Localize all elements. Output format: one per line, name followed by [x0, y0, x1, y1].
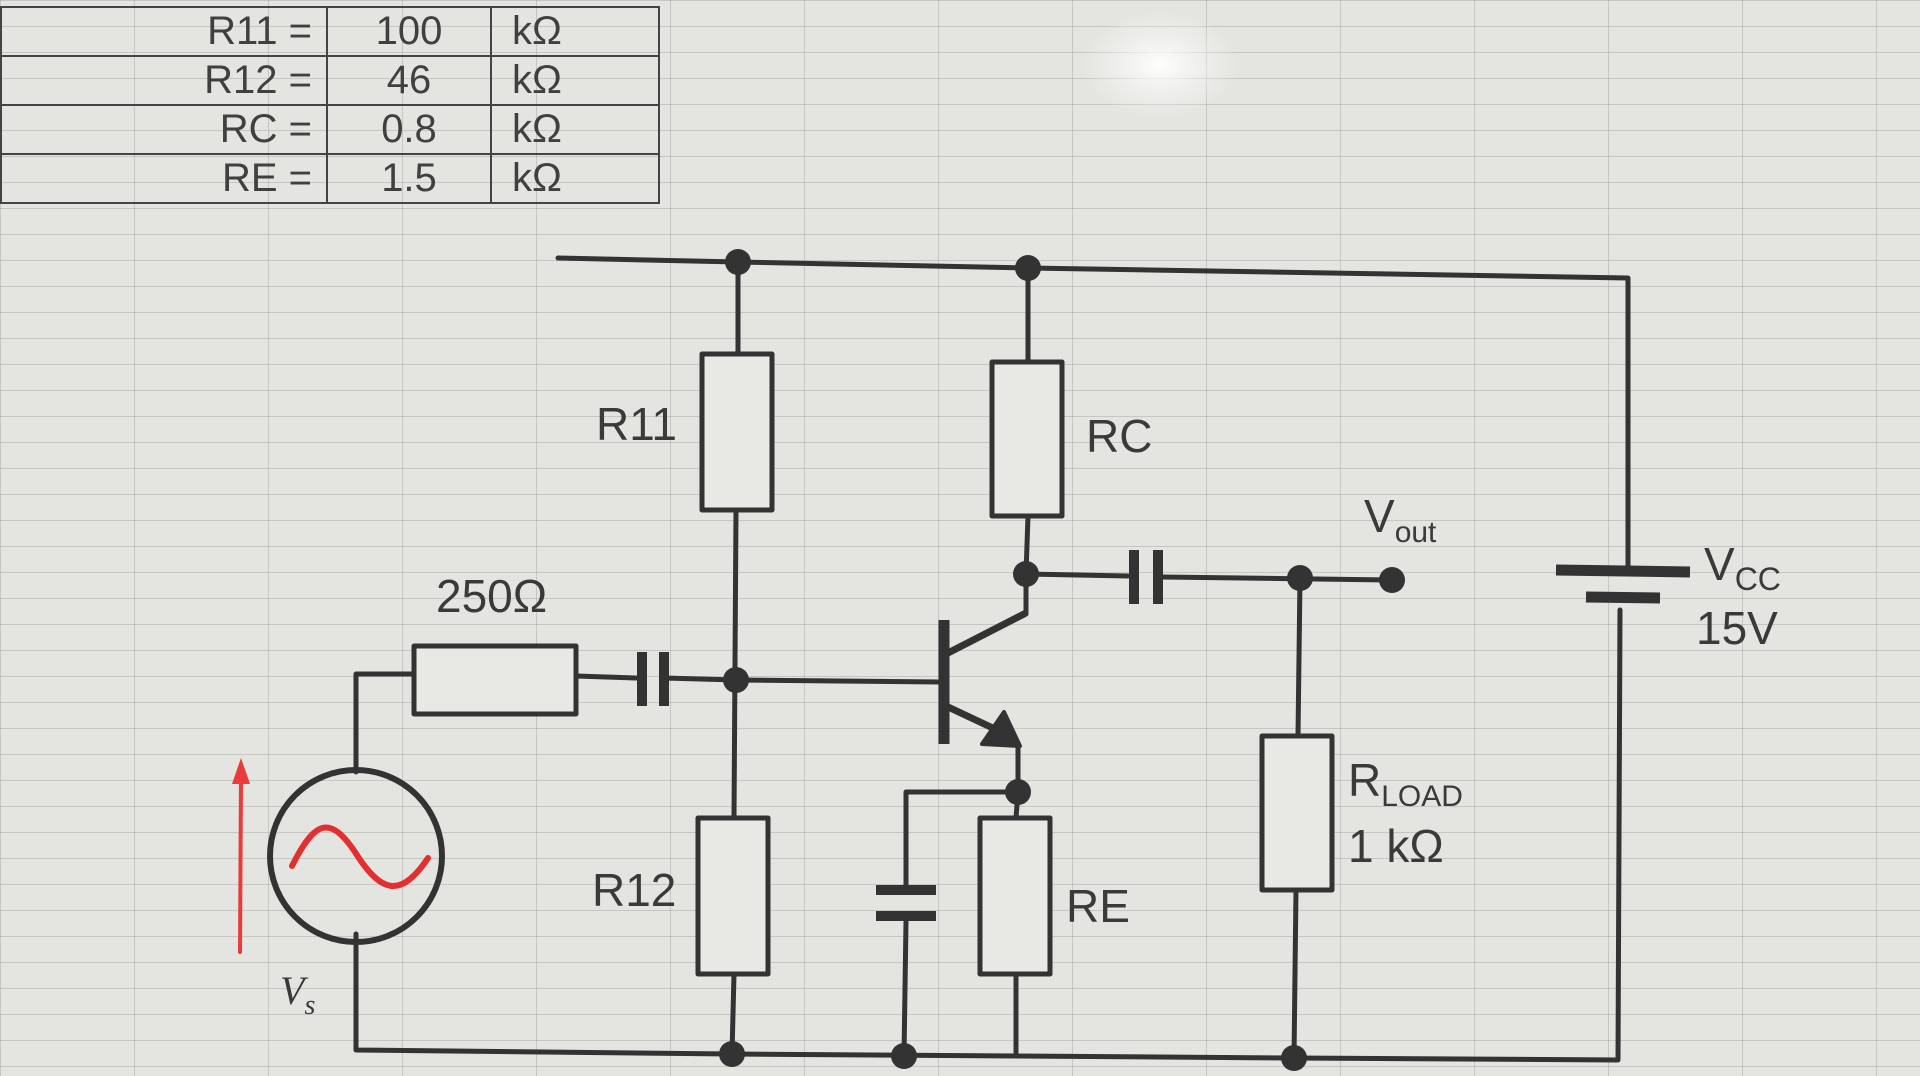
junction-dot	[1015, 255, 1041, 281]
source-resistor-label: 250Ω	[436, 570, 547, 622]
bottom-rail-wire	[353, 607, 1623, 1063]
table-cell-value[interactable]: 1.5	[326, 153, 492, 204]
junction-dot	[1013, 561, 1039, 587]
re-label: RE	[1066, 880, 1130, 932]
wire	[1291, 887, 1299, 1061]
table-cell-value[interactable]: 0.8	[326, 104, 492, 155]
wire	[733, 677, 943, 685]
resistor-r12-icon	[695, 815, 771, 977]
sine-wave-icon	[289, 824, 431, 889]
capacitor-input-icon	[637, 652, 669, 706]
table-cell-value[interactable]: 100	[326, 6, 492, 57]
resistor-rc-icon	[989, 359, 1065, 519]
r11-label: R11	[596, 398, 677, 450]
screen-glare	[1080, 10, 1240, 120]
junction-dot	[719, 1041, 745, 1067]
junction-dot	[1287, 565, 1313, 591]
vout-label: Vout	[1364, 490, 1437, 549]
table-cell-label[interactable]: RC =	[0, 104, 328, 155]
junction-dot	[891, 1043, 917, 1069]
junction-dot	[725, 249, 751, 275]
table-cell-label[interactable]: R12 =	[0, 55, 328, 106]
table-cell-unit[interactable]: kΩ	[490, 55, 660, 106]
table-cell-value[interactable]: 46	[326, 55, 492, 106]
wire	[1295, 575, 1303, 739]
vs-label: Vs	[280, 968, 315, 1021]
table-cell-unit[interactable]: kΩ	[490, 104, 660, 155]
vcc-label: VCC	[1704, 538, 1781, 597]
rload-value: 1 kΩ	[1348, 820, 1444, 872]
wire	[353, 671, 417, 775]
r12-label: R12	[592, 864, 676, 916]
junction-dot	[1281, 1045, 1307, 1071]
component-values-table: R11 = 100 kΩ R12 = 46 kΩ RC = 0.8 kΩ RE …	[0, 6, 660, 204]
rc-label: RC	[1086, 410, 1152, 462]
capacitors	[637, 550, 1163, 921]
junctions	[719, 249, 1405, 1071]
wire	[1023, 571, 1131, 579]
vout-terminal	[1379, 567, 1405, 593]
wire	[901, 919, 909, 1059]
wire	[903, 789, 1021, 893]
resistor-r11-icon	[699, 351, 775, 513]
resistor-rload-icon	[1259, 733, 1335, 893]
table-cell-label[interactable]: R11 =	[0, 6, 328, 57]
wire	[729, 971, 737, 1057]
resistor-re-icon	[977, 815, 1053, 977]
table-row: RE = 1.5 kΩ	[0, 153, 660, 204]
capacitor-bypass-icon	[876, 885, 936, 921]
wire	[573, 673, 639, 681]
resistor-250-icon	[411, 643, 579, 717]
table-cell-label[interactable]: RE =	[0, 153, 328, 204]
junction-dot	[1005, 779, 1031, 805]
capacitor-output-icon	[1129, 550, 1163, 604]
resistors	[411, 351, 1335, 977]
npn-transistor-icon	[938, 610, 1028, 748]
table-cell-unit[interactable]: kΩ	[490, 153, 660, 204]
table-row: R11 = 100 kΩ	[0, 6, 660, 57]
vcc-value: 15V	[1696, 602, 1778, 654]
table-cell-unit[interactable]: kΩ	[490, 6, 660, 57]
wire	[1159, 574, 1393, 583]
battery-icon	[1555, 564, 1691, 604]
ac-source-icon	[267, 767, 445, 945]
labels: R11 RC 250Ω R12 RE Vout VCC 15V RLOAD 1 …	[280, 398, 1781, 1021]
junction-dot	[723, 667, 749, 693]
rload-label: RLOAD	[1348, 754, 1463, 813]
emitter-arrow-icon	[980, 710, 1022, 748]
source-voltage-arrow-icon	[232, 758, 250, 954]
wire	[731, 507, 739, 821]
table-row: R12 = 46 kΩ	[0, 55, 660, 106]
table-row: RC = 0.8 kΩ	[0, 104, 660, 155]
